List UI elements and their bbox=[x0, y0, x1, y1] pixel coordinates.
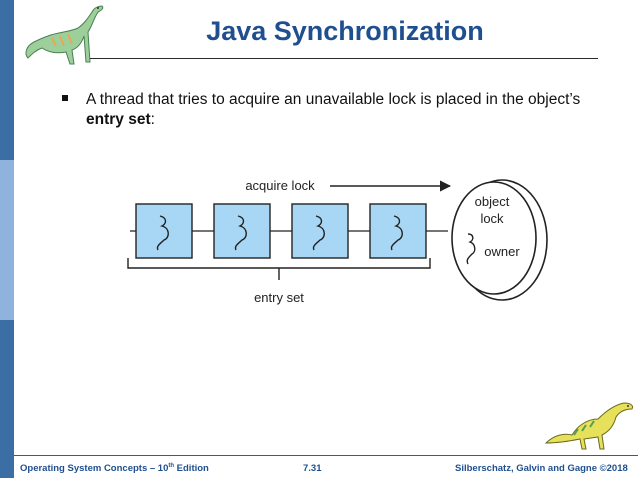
title-divider bbox=[90, 58, 598, 59]
slide-title: Java Synchronization bbox=[206, 16, 484, 46]
squiggle-icon bbox=[466, 233, 476, 265]
dinosaur-icon bbox=[544, 402, 633, 450]
entry-set-diagram: acquire lock entry set object lock owner bbox=[127, 178, 548, 305]
squiggle-icon bbox=[312, 215, 325, 251]
footer-edition-text: Edition bbox=[174, 463, 209, 475]
footer-divider bbox=[14, 455, 638, 456]
thread-box bbox=[369, 203, 427, 259]
squiggle-icon bbox=[390, 215, 403, 251]
footer-authors: Silberschatz, Galvin and Gagne ©2018 bbox=[455, 463, 628, 474]
squiggle-icon bbox=[234, 215, 247, 251]
thread-box bbox=[213, 203, 271, 259]
object-lock-label-line1: object bbox=[475, 194, 510, 209]
entry-set-label: entry set bbox=[254, 290, 304, 305]
footer-page-number: 7.31 bbox=[303, 463, 322, 474]
thread-box bbox=[135, 203, 193, 259]
bullet-text-end: : bbox=[150, 111, 155, 128]
owner-label: owner bbox=[484, 244, 520, 259]
footer-edition-sup: th bbox=[168, 463, 175, 469]
object-lock-ellipse bbox=[451, 181, 537, 295]
entry-set-brace bbox=[127, 258, 431, 280]
dinosaur-icon bbox=[25, 5, 104, 65]
left-sidebar bbox=[0, 0, 14, 478]
footer-book-title-text: Operating System Concepts – 10 bbox=[20, 463, 169, 475]
squiggle-icon bbox=[156, 215, 169, 251]
acquire-lock-label: acquire lock bbox=[245, 178, 315, 193]
bullet-text-start: A thread that tries to acquire an unavai… bbox=[86, 91, 581, 108]
left-sidebar-accent bbox=[0, 160, 14, 320]
thread-box bbox=[291, 203, 349, 259]
bullet-text-bold: entry set bbox=[86, 111, 151, 128]
bullet-text: A thread that tries to acquire an unavai… bbox=[86, 90, 586, 130]
object-lock-label-line2: lock bbox=[480, 211, 504, 226]
footer-book-title: Operating System Concepts – 10th Edition bbox=[20, 463, 209, 474]
square-bullet-icon bbox=[62, 95, 68, 101]
